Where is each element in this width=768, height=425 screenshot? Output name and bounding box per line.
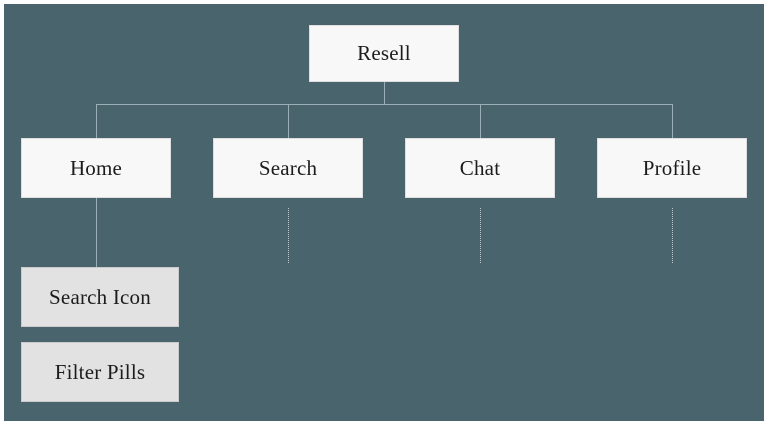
- connector-profile-stub: [672, 208, 673, 263]
- node-home-label: Home: [69, 155, 123, 180]
- connector-chat-stub: [480, 208, 481, 263]
- node-filter-pills[interactable]: Filter Pills: [21, 342, 179, 402]
- node-profile-label: Profile: [642, 155, 702, 180]
- node-chat-label: Chat: [459, 155, 501, 180]
- node-profile[interactable]: Profile: [597, 138, 747, 198]
- connector-drop-chat: [480, 104, 481, 138]
- node-home[interactable]: Home: [21, 138, 171, 198]
- node-chat[interactable]: Chat: [405, 138, 555, 198]
- node-resell-label: Resell: [357, 41, 411, 65]
- connector-horizontal-bus: [96, 104, 673, 105]
- node-search-icon[interactable]: Search Icon: [21, 267, 179, 327]
- connector-search-stub: [288, 208, 289, 263]
- connector-drop-home: [96, 104, 97, 138]
- connector-root-stem: [384, 82, 385, 104]
- connector-drop-search: [288, 104, 289, 138]
- node-filter-pills-label: Filter Pills: [54, 359, 146, 384]
- connector-home-to-children: [96, 198, 97, 267]
- node-search-icon-label: Search Icon: [49, 284, 151, 309]
- connector-drop-profile: [672, 104, 673, 138]
- node-search[interactable]: Search: [213, 138, 363, 198]
- node-search-label: Search: [258, 155, 318, 180]
- node-resell[interactable]: Resell: [309, 25, 459, 82]
